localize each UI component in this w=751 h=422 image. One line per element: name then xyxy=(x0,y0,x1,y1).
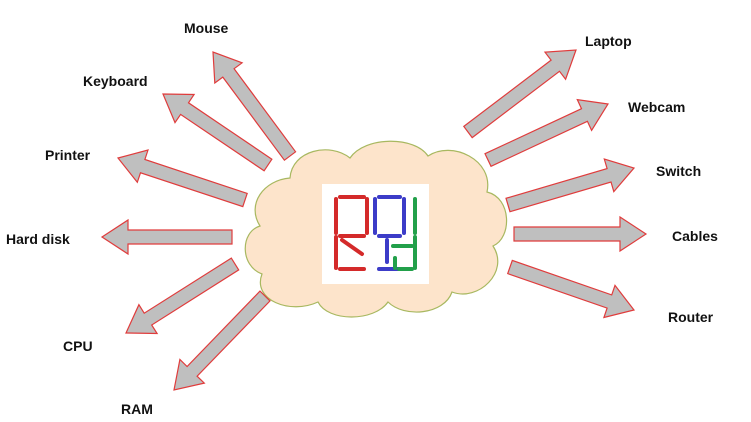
arrow-hard-disk xyxy=(100,218,233,256)
center-logo xyxy=(322,184,429,284)
label-cables: Cables xyxy=(672,228,718,244)
label-ram: RAM xyxy=(121,401,153,417)
arrow-ram xyxy=(173,290,271,391)
arrow-cpu xyxy=(125,257,240,335)
arrow-mouse xyxy=(212,51,297,162)
label-laptop: Laptop xyxy=(585,33,632,49)
label-printer: Printer xyxy=(45,147,91,163)
label-mouse: Mouse xyxy=(184,20,229,36)
arrow-laptop xyxy=(462,49,577,139)
arrow-cables xyxy=(513,215,648,253)
label-router: Router xyxy=(668,309,714,325)
label-keyboard: Keyboard xyxy=(83,73,148,89)
label-hard-disk: Hard disk xyxy=(6,231,70,247)
logo-segment xyxy=(340,238,364,256)
seven-segment-logo-icon xyxy=(334,195,417,271)
arrow-printer xyxy=(116,149,248,208)
label-switch: Switch xyxy=(656,163,702,179)
label-cpu: CPU xyxy=(63,338,93,354)
arrow-switch xyxy=(505,158,636,213)
arrow-webcam xyxy=(484,98,609,168)
arrow-keyboard xyxy=(162,93,273,172)
label-webcam: Webcam xyxy=(628,99,686,115)
arrows-group xyxy=(100,49,648,391)
arrow-router xyxy=(506,259,636,319)
